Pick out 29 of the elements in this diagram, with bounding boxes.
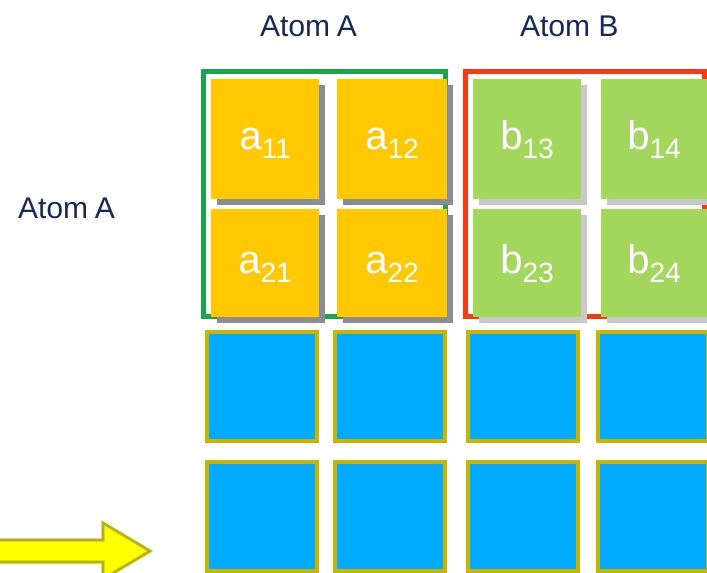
matrix-element-box (211, 209, 319, 317)
matrix-element-box (601, 79, 707, 199)
atom-heading: Atom A (260, 10, 357, 44)
empty-matrix-box (205, 330, 319, 443)
empty-matrix-box (466, 460, 580, 573)
empty-matrix-box (205, 460, 319, 573)
empty-matrix-box (596, 460, 707, 573)
matrix-element-label: a$_{11}$ (239, 114, 291, 164)
empty-matrix-box (466, 330, 580, 443)
matrix-element-label: a$_{21}$ (238, 238, 292, 288)
matrix-element-label: b$_{14}$ (627, 114, 681, 164)
atom-heading: Atom A (18, 192, 115, 226)
matrix-element-box (601, 209, 707, 317)
matrix-element-label: b$_{13}$ (500, 114, 554, 164)
matrix-element-box (211, 79, 319, 199)
matrix-element-box (337, 79, 447, 199)
matrix-element-box (473, 209, 581, 317)
matrix-element-label: b$_{23}$ (500, 238, 554, 288)
atom-block-outline (201, 69, 448, 319)
empty-matrix-box (333, 330, 447, 443)
matrix-element-box (473, 79, 581, 199)
atom-heading: Atom B (520, 10, 618, 44)
matrix-element-label: b$_{24}$ (627, 238, 681, 288)
matrix-element-box (337, 209, 447, 317)
matrix-element-label: a$_{12}$ (365, 114, 419, 164)
atom-block-outline (463, 69, 707, 319)
empty-matrix-box (333, 460, 447, 573)
empty-matrix-box (596, 330, 707, 443)
matrix-element-label: a$_{22}$ (365, 238, 419, 288)
